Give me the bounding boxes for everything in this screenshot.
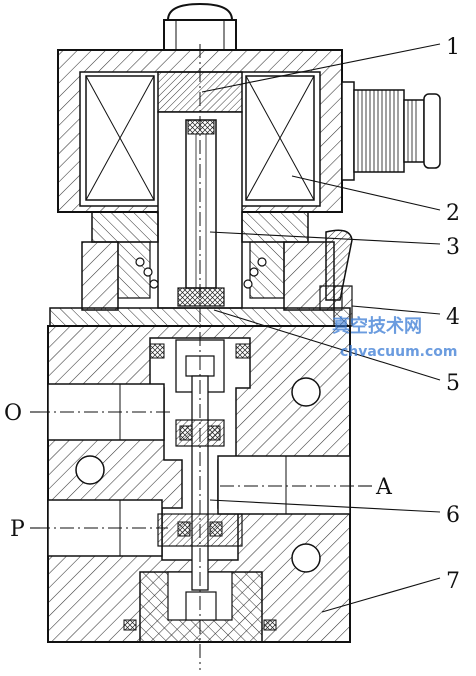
coil-left: [85, 75, 155, 201]
port-label-a: A: [375, 475, 393, 500]
leader-lines: [30, 43, 441, 613]
port-labels: O A P: [4, 401, 393, 542]
watermark-cn: 真空技术网: [332, 315, 422, 337]
port-label-o: O: [4, 401, 22, 426]
callout-2: 2: [446, 201, 460, 226]
callout-3: 3: [446, 235, 460, 260]
watermark: 真空技术网 chvacuum.com: [332, 315, 457, 360]
callout-6: 6: [446, 503, 460, 528]
callout-7: 7: [446, 569, 460, 594]
port-label-p: P: [10, 517, 25, 542]
callout-labels: 1 2 3 4 5 6 7: [446, 35, 460, 594]
top-nut: [163, 2, 237, 51]
lower-yoke: [81, 211, 335, 311]
callout-5: 5: [446, 371, 460, 396]
callout-1: 1: [446, 35, 460, 60]
callout-4: 4: [446, 305, 460, 330]
moving-armature: [177, 119, 225, 307]
connector-plug: [341, 81, 441, 181]
watermark-url: chvacuum.com: [340, 344, 457, 360]
return-spring: [135, 257, 267, 289]
coil-right: [245, 75, 315, 201]
